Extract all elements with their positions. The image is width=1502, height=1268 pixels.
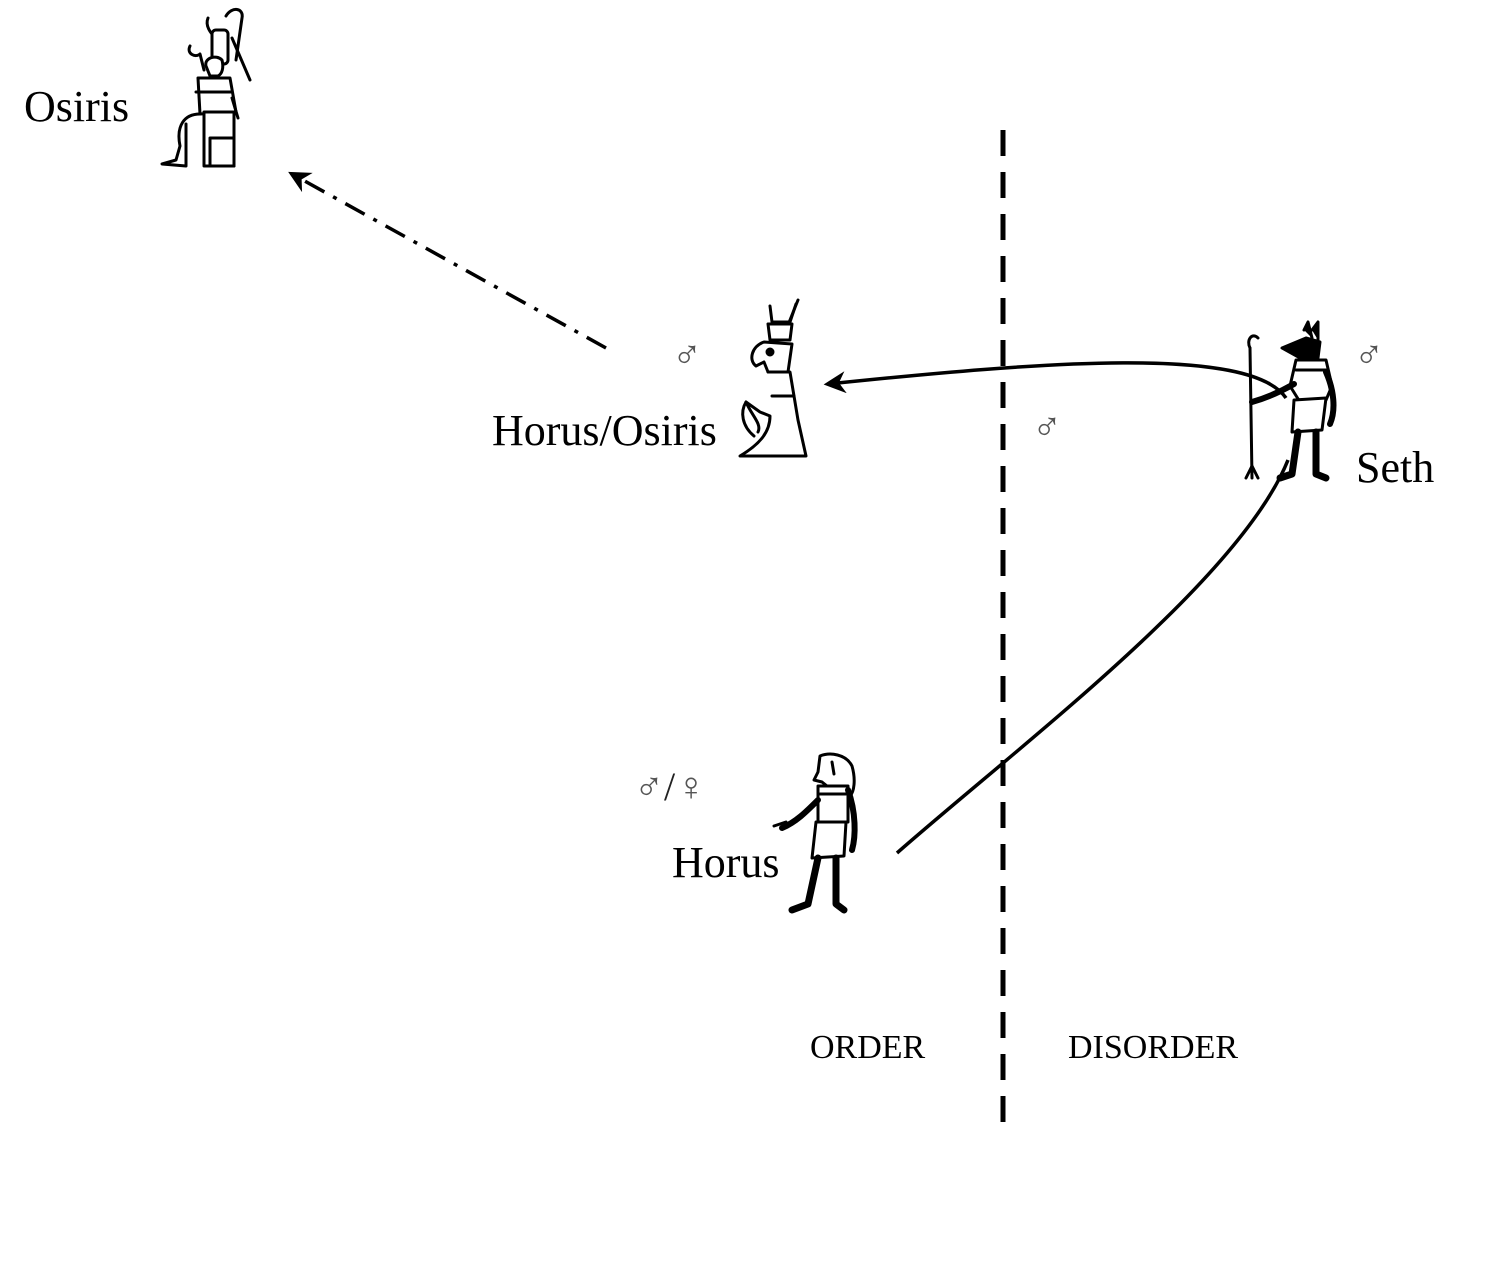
horus-female-symbol: ♀ [676,764,706,809]
osiris-label: Osiris [24,82,129,131]
seth-male-symbol: ♂ [1354,332,1384,377]
horus-to-seth-curve [895,459,1290,855]
disorder-region-label: DISORDER [1068,1029,1238,1066]
seth-to-horus-osiris-arrow [823,361,1288,399]
ascension-arrow [288,171,607,350]
horus-osiris-male-symbol: ♂ [672,332,702,377]
horus-osiris-falcon-icon [738,298,808,458]
horus-figure-icon [772,752,858,914]
divider-male-symbol: ♂ [1032,404,1062,449]
seth-label: Seth [1356,443,1434,492]
horus-label: Horus [672,838,780,887]
seth-figure-icon [1244,320,1337,482]
osiris-figure-icon [160,8,252,168]
horus-osiris-label: Horus/Osiris [492,406,717,455]
horus-symbol-slash: / [664,764,676,809]
order-region-label: ORDER [810,1029,926,1066]
horus-male-symbol: ♂ [634,764,664,809]
